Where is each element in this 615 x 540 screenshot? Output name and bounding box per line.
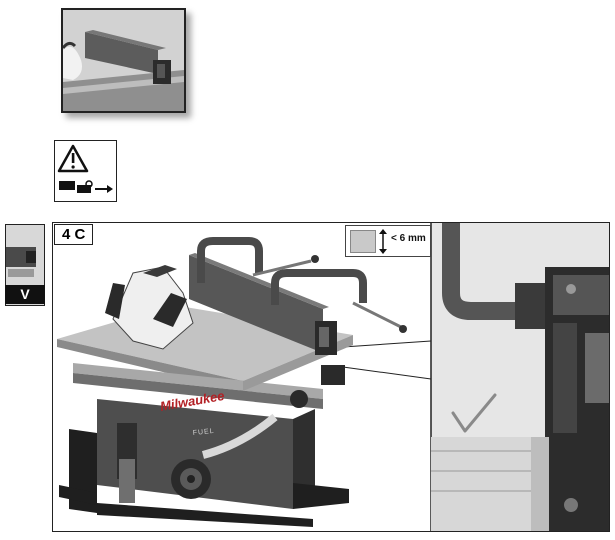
gap-gauge-swatch: [350, 230, 376, 253]
previous-step-thumbnail: [61, 8, 186, 113]
fence-thumbnail-illustration: [63, 10, 184, 111]
fuel-logo: FUEL: [192, 428, 215, 437]
checkmark-icon: [451, 393, 497, 433]
table-saw-illustration: Milwaukee FUEL: [57, 223, 609, 531]
step-illustration-panel: Milwaukee FUEL 4 C < 6 mm: [52, 222, 610, 532]
warning-triangle-icon: [57, 144, 113, 193]
gap-label: < 6 mm: [391, 233, 426, 244]
double-arrow-icon: [379, 229, 387, 254]
step-label: 4 C: [54, 224, 94, 245]
section-badge: V: [5, 285, 45, 304]
warning-notice: [54, 140, 117, 202]
gap-indicator: < 6 mm: [345, 225, 431, 257]
